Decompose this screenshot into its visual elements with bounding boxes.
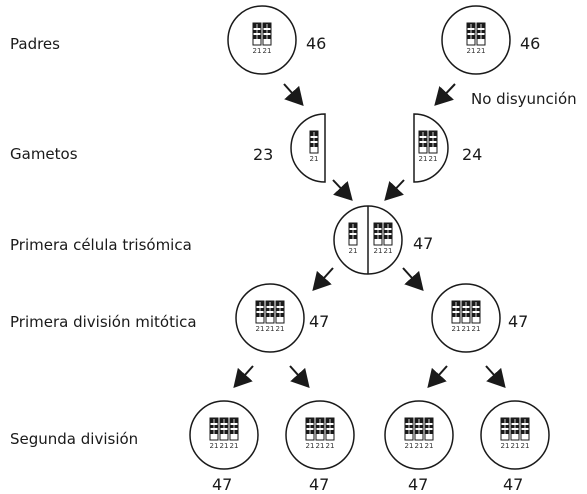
parent-cell-right — [441, 5, 511, 75]
svg-text:21: 21 — [316, 442, 325, 450]
count-div2-4: 47 — [503, 475, 524, 494]
count-div1-left: 47 — [309, 312, 330, 331]
chromosome-21: 21 — [424, 417, 434, 450]
count-div1-right: 47 — [508, 312, 529, 331]
svg-text:21: 21 — [452, 325, 461, 333]
svg-text:21: 21 — [462, 325, 471, 333]
svg-text:21: 21 — [425, 442, 434, 450]
svg-text:21: 21 — [310, 155, 319, 163]
arrow-div1-right-to-div2-4 — [485, 365, 506, 388]
gamete-left — [290, 113, 326, 183]
svg-text:21: 21 — [349, 247, 358, 255]
parent-cell-left — [227, 5, 297, 75]
chromosome-21: 21 — [325, 417, 335, 450]
chromosome-21: 21 — [373, 222, 383, 255]
label-second-division: Segunda división — [10, 430, 139, 448]
arrow-zygote-to-div1-left — [312, 267, 334, 291]
arrow-div1-left-to-div2-1 — [233, 365, 254, 388]
svg-text:21: 21 — [266, 325, 275, 333]
chromosome-21: 21 — [315, 417, 325, 450]
svg-text:21: 21 — [472, 325, 481, 333]
gamete-left-chromosomes: 21 — [309, 130, 319, 163]
chromosome-21: 21 — [414, 417, 424, 450]
label-parents: Padres — [10, 35, 60, 53]
chromosome-21: 21 — [309, 130, 319, 163]
chromosome-21: 21 — [265, 300, 275, 333]
arrow-parent-right-to-gamete — [434, 83, 456, 106]
count-gamete-left: 23 — [253, 145, 274, 164]
chromosome-21: 21 — [348, 222, 358, 255]
count-parent-left: 46 — [306, 34, 327, 53]
chromosome-21: 21 — [461, 300, 471, 333]
svg-text:21: 21 — [429, 155, 438, 163]
svg-text:21: 21 — [419, 155, 428, 163]
svg-text:21: 21 — [220, 442, 229, 450]
svg-text:21: 21 — [253, 47, 262, 55]
svg-text:21: 21 — [326, 442, 335, 450]
count-zygote: 47 — [413, 234, 434, 253]
chromosome-21: 21 — [510, 417, 520, 450]
chromosome-21: 21 — [418, 130, 428, 163]
arrow-zygote-to-div1-right — [402, 267, 424, 291]
svg-text:21: 21 — [256, 325, 265, 333]
svg-text:21: 21 — [263, 47, 272, 55]
count-div2-3: 47 — [408, 475, 429, 494]
chromosome-21: 21 — [383, 222, 393, 255]
note-nondisjunction: No disyunción — [471, 90, 577, 108]
count-parent-right: 46 — [520, 34, 541, 53]
chromosome-21: 21 — [476, 22, 486, 55]
arrow-gamete-left-to-zygote — [332, 179, 353, 201]
chromosome-21: 21 — [428, 130, 438, 163]
svg-text:21: 21 — [306, 442, 315, 450]
svg-text:21: 21 — [230, 442, 239, 450]
svg-text:21: 21 — [415, 442, 424, 450]
chromosome-21: 21 — [305, 417, 315, 450]
svg-text:21: 21 — [384, 247, 393, 255]
arrow-div1-right-to-div2-3 — [427, 365, 448, 388]
svg-text:21: 21 — [210, 442, 219, 450]
svg-text:21: 21 — [501, 442, 510, 450]
chromosome-21: 21 — [471, 300, 481, 333]
svg-text:21: 21 — [276, 325, 285, 333]
arrow-div1-left-to-div2-2 — [289, 365, 310, 388]
chromosome-21: 21 — [500, 417, 510, 450]
chromosome-21: 21 — [466, 22, 476, 55]
arrow-gamete-right-to-zygote — [384, 179, 405, 201]
chromosome-21: 21 — [252, 22, 262, 55]
svg-text:21: 21 — [467, 47, 476, 55]
label-first-division: Primera división mitótica — [10, 313, 197, 331]
svg-text:21: 21 — [521, 442, 530, 450]
count-gamete-right: 24 — [462, 145, 483, 164]
chromosome-21: 21 — [262, 22, 272, 55]
arrow-parent-left-to-gamete — [283, 83, 304, 106]
chromosome-21: 21 — [209, 417, 219, 450]
label-gametes: Gametos — [10, 145, 78, 163]
chromosome-21: 21 — [404, 417, 414, 450]
svg-text:21: 21 — [511, 442, 520, 450]
label-trisomic-cell: Primera célula trisómica — [10, 236, 192, 254]
chromosome-21: 21 — [275, 300, 285, 333]
svg-text:21: 21 — [374, 247, 383, 255]
svg-text:21: 21 — [477, 47, 486, 55]
chromosome-21: 21 — [229, 417, 239, 450]
chromosome-21: 21 — [520, 417, 530, 450]
count-div2-2: 47 — [309, 475, 330, 494]
svg-text:21: 21 — [405, 442, 414, 450]
chromosome-21: 21 — [219, 417, 229, 450]
count-div2-1: 47 — [212, 475, 233, 494]
chromosome-21: 21 — [255, 300, 265, 333]
chromosome-21: 21 — [451, 300, 461, 333]
